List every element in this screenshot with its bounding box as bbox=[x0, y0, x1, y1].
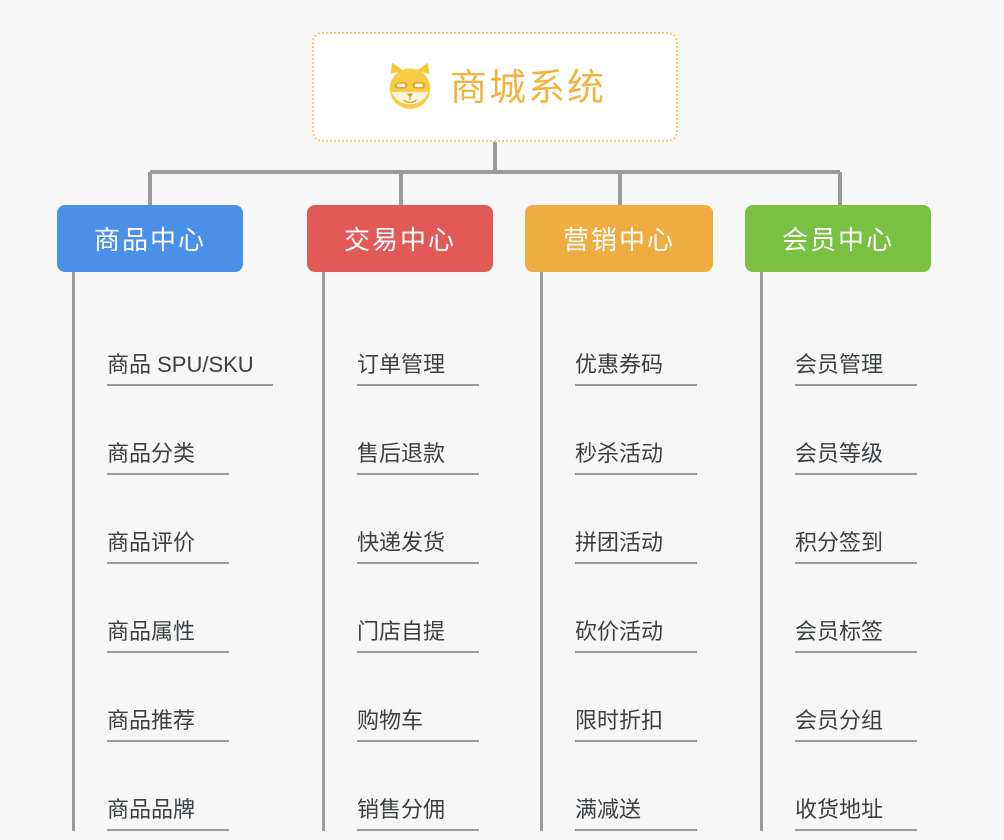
list-item-label: 商品评价 bbox=[107, 530, 229, 564]
list-item-label: 快递发货 bbox=[357, 530, 479, 564]
list-item[interactable]: 满减送 bbox=[543, 742, 713, 831]
list-item-label: 限时折扣 bbox=[575, 708, 697, 742]
list-item[interactable]: 限时折扣 bbox=[543, 653, 713, 742]
category-header-trade-center[interactable]: 交易中心 bbox=[307, 205, 493, 272]
list-item-label: 秒杀活动 bbox=[575, 441, 697, 475]
list-item[interactable]: 销售分佣 bbox=[325, 742, 493, 831]
list-item-label: 销售分佣 bbox=[357, 797, 479, 831]
list-item[interactable]: 商品推荐 bbox=[75, 653, 243, 742]
list-item-label: 会员标签 bbox=[795, 619, 917, 653]
list-item[interactable]: 购物车 bbox=[325, 653, 493, 742]
list-item-label: 商品分类 bbox=[107, 441, 229, 475]
category-header-label: 会员中心 bbox=[781, 225, 894, 255]
category-header-member-center[interactable]: 会员中心 bbox=[745, 205, 931, 272]
list-item[interactable]: 收货地址 bbox=[763, 742, 931, 831]
category-header-marketing-center[interactable]: 营销中心 bbox=[525, 205, 713, 272]
list-item[interactable]: 快递发货 bbox=[325, 475, 493, 564]
category-item-list: 订单管理售后退款快递发货门店自提购物车销售分佣 bbox=[322, 272, 493, 831]
list-item[interactable]: 门店自提 bbox=[325, 564, 493, 653]
list-item[interactable]: 商品分类 bbox=[75, 386, 243, 475]
category-header-product-center[interactable]: 商品中心 bbox=[57, 205, 243, 272]
category-item-list: 优惠券码秒杀活动拼团活动砍价活动限时折扣满减送 bbox=[540, 272, 713, 831]
list-item-label: 会员等级 bbox=[795, 441, 917, 475]
list-item-label: 商品品牌 bbox=[107, 797, 229, 831]
list-item[interactable]: 砍价活动 bbox=[543, 564, 713, 653]
category-header-label: 交易中心 bbox=[343, 225, 456, 255]
list-item-label: 商品 SPU/SKU bbox=[107, 352, 273, 386]
shiba-dog-icon bbox=[389, 62, 431, 109]
list-item[interactable]: 秒杀活动 bbox=[543, 386, 713, 475]
list-item[interactable]: 会员管理 bbox=[763, 297, 931, 386]
category-item-list: 会员管理会员等级积分签到会员标签会员分组收货地址 bbox=[760, 272, 931, 831]
category-header-label: 营销中心 bbox=[562, 225, 675, 255]
list-item-label: 积分签到 bbox=[795, 530, 917, 564]
list-item[interactable]: 拼团活动 bbox=[543, 475, 713, 564]
list-item-label: 收货地址 bbox=[795, 797, 917, 831]
list-item[interactable]: 订单管理 bbox=[325, 297, 493, 386]
root-node[interactable]: 商城系统 bbox=[312, 32, 678, 142]
list-item[interactable]: 会员分组 bbox=[763, 653, 931, 742]
list-item[interactable]: 商品评价 bbox=[75, 475, 243, 564]
list-item-label: 门店自提 bbox=[357, 619, 479, 653]
category-column-marketing-center: 营销中心优惠券码秒杀活动拼团活动砍价活动限时折扣满减送 bbox=[525, 205, 713, 831]
category-column-trade-center: 交易中心订单管理售后退款快递发货门店自提购物车销售分佣 bbox=[307, 205, 493, 831]
category-column-member-center: 会员中心会员管理会员等级积分签到会员标签会员分组收货地址 bbox=[745, 205, 931, 831]
list-item-label: 商品推荐 bbox=[107, 708, 229, 742]
list-item[interactable]: 商品 SPU/SKU bbox=[75, 297, 273, 386]
list-item-label: 会员分组 bbox=[795, 708, 917, 742]
category-column-product-center: 商品中心商品 SPU/SKU 商品分类商品评价商品属性商品推荐商品品牌 bbox=[57, 205, 273, 831]
list-item-label: 砍价活动 bbox=[575, 619, 697, 653]
list-item[interactable]: 商品品牌 bbox=[75, 742, 243, 831]
category-header-label: 商品中心 bbox=[93, 225, 206, 255]
list-item[interactable]: 会员标签 bbox=[763, 564, 931, 653]
root-title: 商城系统 bbox=[450, 66, 606, 108]
list-item-label: 满减送 bbox=[575, 797, 697, 831]
list-item[interactable]: 优惠券码 bbox=[543, 297, 713, 386]
list-item-label: 订单管理 bbox=[357, 352, 479, 386]
list-item-label: 会员管理 bbox=[795, 352, 917, 386]
list-item[interactable]: 积分签到 bbox=[763, 475, 931, 564]
list-item[interactable]: 售后退款 bbox=[325, 386, 493, 475]
list-item-label: 优惠券码 bbox=[575, 352, 697, 386]
list-item[interactable]: 商品属性 bbox=[75, 564, 243, 653]
category-item-list: 商品 SPU/SKU 商品分类商品评价商品属性商品推荐商品品牌 bbox=[72, 272, 273, 831]
list-item[interactable]: 会员等级 bbox=[763, 386, 931, 475]
list-item-label: 拼团活动 bbox=[575, 530, 697, 564]
list-item-label: 商品属性 bbox=[107, 619, 229, 653]
list-item-label: 售后退款 bbox=[357, 441, 479, 475]
list-item-label: 购物车 bbox=[357, 708, 479, 742]
